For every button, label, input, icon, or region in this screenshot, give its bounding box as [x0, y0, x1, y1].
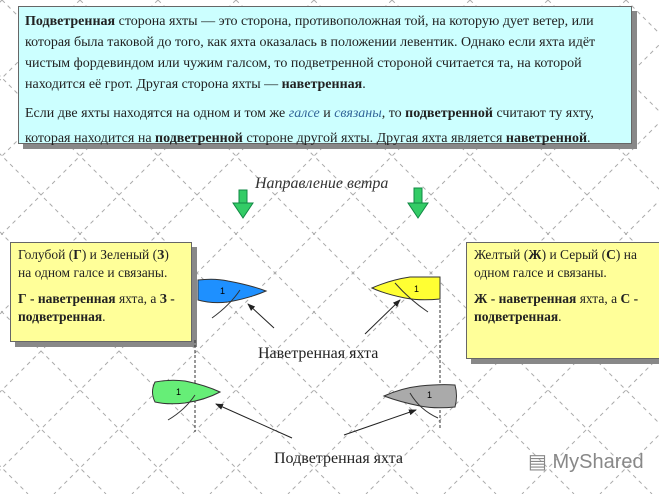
- term: подветренной: [155, 131, 243, 146]
- pointer-arrow: [343, 409, 417, 436]
- boat-yellow: 1: [370, 276, 441, 313]
- text: Желтый (: [474, 247, 529, 262]
- definition-box: Подветренная сторона яхты — это сторона,…: [18, 6, 632, 146]
- text: ) и Серый (: [541, 247, 607, 262]
- svg-text:1: 1: [414, 284, 419, 294]
- watermark: ▤ MyShared: [528, 449, 644, 474]
- wind-direction-label: Направление ветра: [255, 175, 389, 192]
- term: Ж: [528, 247, 542, 262]
- watermark-text: MyShared: [552, 451, 644, 473]
- pointer-arrow: [215, 403, 293, 439]
- text: Если две яхты находятся на одном и том ж…: [25, 106, 289, 121]
- leeward-yacht-label: Подветренная яхта: [274, 450, 403, 467]
- boat-blue: 1: [197, 278, 268, 319]
- text: , то: [381, 106, 406, 121]
- boat-green: 1: [152, 379, 222, 421]
- text: .: [362, 77, 366, 92]
- text: и: [319, 106, 335, 121]
- term: Г: [73, 247, 82, 262]
- term: З - подветренная: [18, 291, 175, 324]
- text: ) на одном галсе и связаны.: [18, 247, 169, 280]
- text: Голубой (: [18, 247, 74, 262]
- text: яхта, а: [115, 291, 160, 306]
- term: наветренная: [281, 77, 363, 92]
- pointer-arrow: [247, 303, 275, 329]
- text: .: [102, 309, 106, 324]
- term: наветренной: [505, 131, 588, 146]
- text: яхта, а: [576, 291, 621, 306]
- term-link: связаны: [334, 106, 382, 121]
- wind-arrow-icon: [407, 187, 429, 219]
- definition-paragraph-2: Если две яхты находятся на одном и том ж…: [25, 101, 625, 151]
- term-link: галсе: [288, 106, 320, 121]
- text: ) и Зеленый (: [81, 247, 158, 262]
- text: .: [558, 309, 562, 324]
- term: подветренной: [405, 106, 493, 121]
- text: стороне другой яхты. Другая яхта являетс…: [242, 131, 506, 146]
- svg-text:1: 1: [176, 387, 181, 397]
- text: считают ту яхту, которая находится на: [25, 106, 594, 146]
- text: .: [587, 131, 591, 146]
- term: Подветренная: [25, 14, 116, 29]
- right-note: Желтый (Ж) и Серый (С) на одном галсе и …: [466, 242, 659, 359]
- term: С: [606, 247, 616, 262]
- term: Ж - наветренная: [474, 291, 577, 306]
- presentation-icon: ▤: [528, 451, 547, 473]
- text: ) на одном галсе и связаны.: [474, 247, 637, 280]
- text: сторона яхты — это сторона, противополож…: [25, 14, 596, 92]
- left-note: Голубой (Г) и Зеленый (З) на одном галсе…: [10, 242, 192, 342]
- term: С - подветренная: [474, 291, 639, 324]
- svg-text:1: 1: [220, 286, 225, 296]
- wind-arrow-icon: [232, 189, 254, 219]
- term: З: [157, 247, 165, 262]
- boat-gray: 1: [382, 384, 457, 419]
- definition-paragraph-1: Подветренная сторона яхты — это сторона,…: [25, 11, 625, 95]
- pointer-arrow: [364, 299, 401, 335]
- svg-text:1: 1: [427, 390, 432, 400]
- windward-yacht-label: Наветренная яхта: [258, 345, 379, 362]
- term: Г - наветренная: [18, 291, 116, 306]
